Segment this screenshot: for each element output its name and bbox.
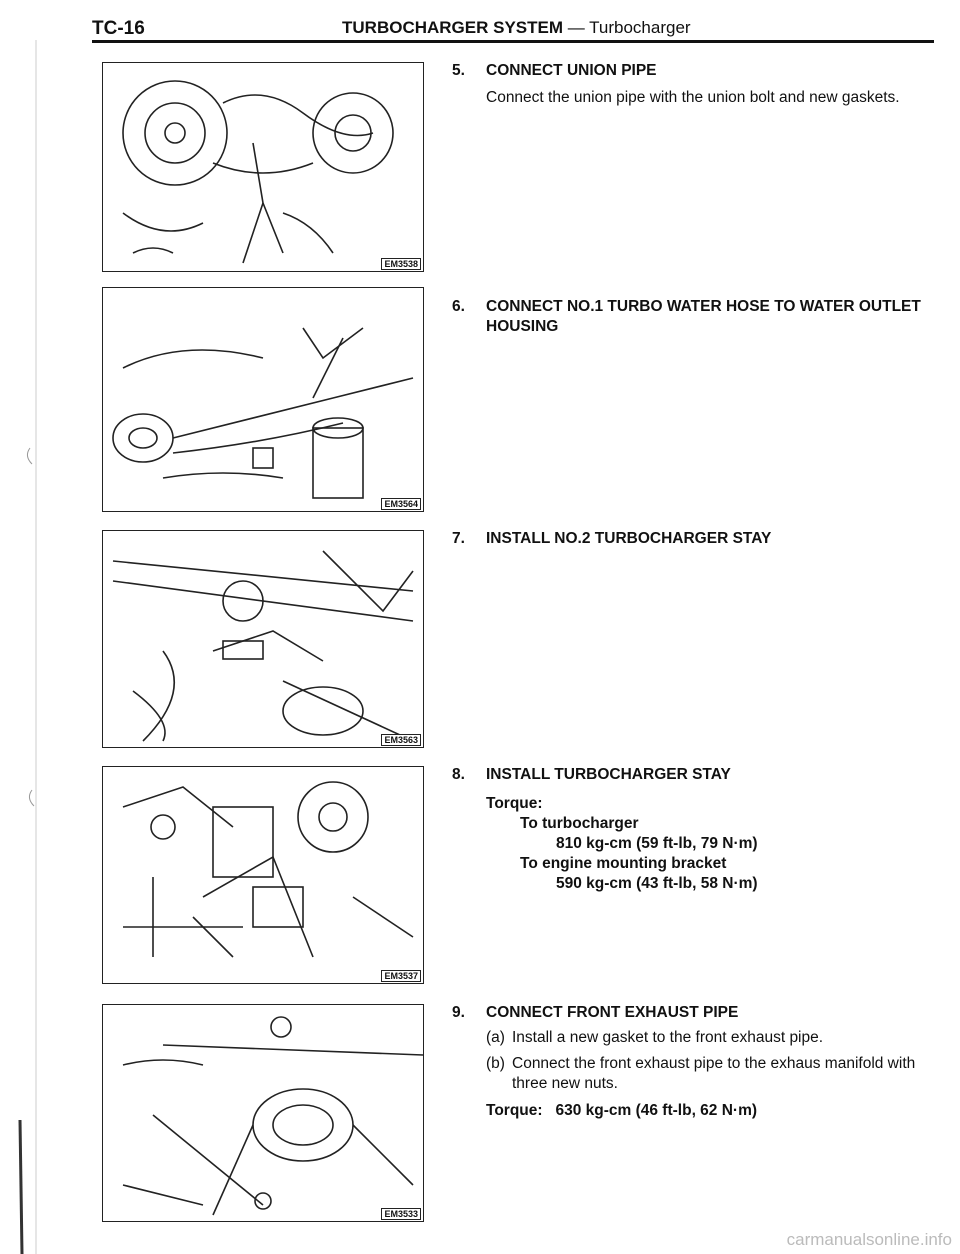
substep-text: Install a new gasket to the front exhaus…	[512, 1029, 824, 1046]
torque-value: 810 kg-cm (59 ft-lb, 79 N·m)	[556, 835, 758, 852]
torque-target: To turbocharger	[520, 815, 639, 832]
torque-label: Torque:	[486, 1102, 543, 1119]
binding-marks	[18, 40, 37, 1254]
step-number: 5.	[452, 62, 465, 79]
step-7: 7. INSTALL NO.2 TURBOCHARGER STAY	[452, 530, 942, 548]
substep-text: Connect the front exhaust pipe to the ex…	[512, 1055, 916, 1092]
torque-label: Torque:	[486, 795, 543, 812]
step-number: 6.	[452, 298, 465, 315]
step-6: 6. CONNECT NO.1 TURBO WATER HOSE TO WATER…	[452, 297, 942, 337]
page-title: TURBOCHARGER SYSTEM — Turbocharger	[342, 18, 691, 38]
step-8: 8. INSTALL TURBOCHARGER STAY Torque: To t…	[452, 766, 942, 894]
step-9: 9. CONNECT FRONT EXHAUST PIPE (a) Install …	[452, 1004, 942, 1120]
step-heading: INSTALL NO.2 TURBOCHARGER STAY	[486, 530, 772, 547]
figure-union-pipe: EM3538	[102, 62, 424, 272]
title-bold: TURBOCHARGER SYSTEM	[342, 18, 564, 37]
page-header: TC-16 TURBOCHARGER SYSTEM — Turbocharger	[92, 18, 932, 42]
watermark: carmanualsonline.info	[786, 1230, 952, 1249]
no2-stay-illustration	[112, 550, 414, 742]
figure-water-hose: EM3564	[102, 287, 424, 512]
torque-value: 630 kg-cm (46 ft-lb, 62 N·m)	[555, 1102, 758, 1119]
step-heading: CONNECT UNION PIPE	[486, 62, 657, 79]
title-subsection: Turbocharger	[589, 18, 691, 37]
substep-b: (b) Connect the front exhaust pipe to the…	[486, 1054, 942, 1094]
step-heading: INSTALL TURBOCHARGER STAY	[486, 766, 731, 783]
step-number: 7.	[452, 530, 465, 547]
exhaust-pipe-illustration	[122, 1016, 423, 1216]
header-rule	[92, 40, 934, 43]
figure-turbo-stay: EM3537	[102, 766, 424, 984]
figure-exhaust-pipe: EM3533	[102, 1004, 424, 1222]
torque-line: Torque: 630 kg-cm (46 ft-lb, 62 N·m)	[486, 1102, 942, 1120]
substep-letter: (a)	[486, 1029, 505, 1046]
figure-code: EM3538	[381, 258, 421, 270]
step-heading: CONNECT NO.1 TURBO WATER HOSE TO WATER O…	[486, 298, 921, 335]
figure-no2-stay: EM3563	[102, 530, 424, 748]
figure-code: EM3533	[381, 1208, 421, 1220]
substep-letter: (b)	[486, 1055, 505, 1072]
torque-value: 590 kg-cm (43 ft-lb, 58 N·m)	[556, 875, 758, 892]
substep-a: (a) Install a new gasket to the front exh…	[486, 1028, 942, 1048]
torque-target: To engine mounting bracket	[520, 855, 727, 872]
title-separator: —	[563, 18, 590, 37]
figure-code: EM3537	[381, 970, 421, 982]
figure-code: EM3564	[381, 498, 421, 510]
step-text: Connect the union pipe with the union bo…	[486, 89, 900, 106]
figure-code: EM3563	[381, 734, 421, 746]
water-hose-illustration	[112, 327, 414, 499]
union-pipe-illustration	[122, 80, 394, 264]
step-number: 9.	[452, 1004, 465, 1021]
step-5: 5. CONNECT UNION PIPE Connect the union p…	[452, 62, 942, 108]
page-code: TC-16	[92, 18, 145, 39]
turbo-stay-illustration	[122, 781, 414, 958]
step-heading: CONNECT FRONT EXHAUST PIPE	[486, 1004, 739, 1021]
step-number: 8.	[452, 766, 465, 783]
